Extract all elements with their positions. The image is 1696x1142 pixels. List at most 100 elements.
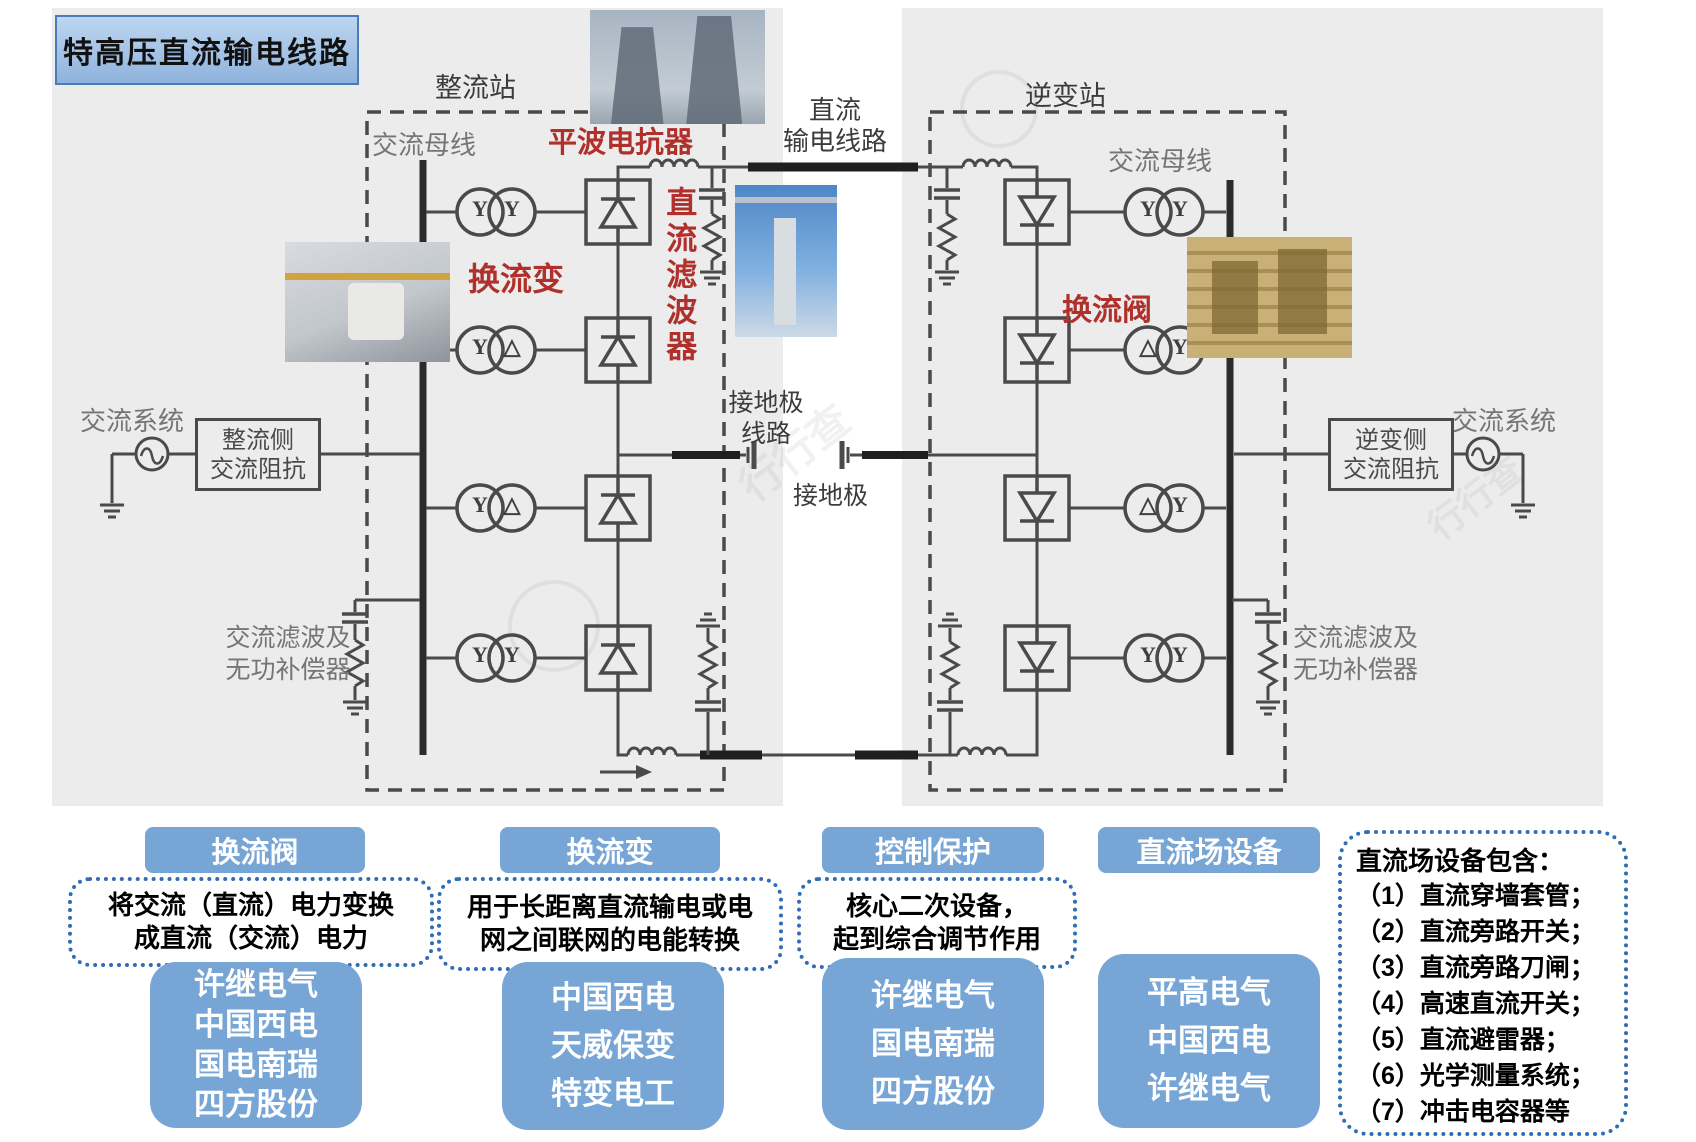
category-header-control-protection: 控制保护 — [822, 827, 1044, 873]
dc-transmission-line-label: 直流 输电线路 — [782, 95, 887, 156]
transformer-symbol — [455, 187, 537, 683]
category-description: 用于长距离直流输电或电 网之间联网的电能转换 — [437, 877, 783, 971]
ac-system-right-label: 交流系统 — [1452, 406, 1557, 436]
category-description: 核心二次设备， 起到综合调节作用 — [797, 877, 1077, 969]
valve-stack-shape — [1211, 261, 1258, 334]
resistor-icon — [700, 212, 724, 262]
ac-filter-chain — [342, 598, 420, 716]
inverter-impedance-box: 逆变侧 交流阻抗 — [1328, 418, 1454, 491]
category-header-dc-field-equipment: 直流场设备 — [1098, 827, 1320, 873]
rectifier-impedance-box: 整流侧 交流阻抗 — [195, 418, 321, 491]
smoothing-reactor-icon — [961, 158, 1013, 168]
ground-icon — [1256, 700, 1280, 716]
dc-filter-chain — [934, 167, 960, 286]
dc-line-bottom — [600, 690, 1039, 779]
winding-letter: Y — [472, 196, 488, 221]
ground-icon — [938, 612, 962, 628]
ground-icon — [935, 270, 959, 286]
ground-icon — [100, 503, 124, 519]
electrode-line-label: 接地极 线路 — [728, 389, 804, 448]
dc-filter-tower-photo — [735, 185, 837, 337]
valve-stack-shape — [1277, 249, 1328, 334]
cooling-tower-shape — [611, 27, 664, 124]
smoothing-reactor-icon — [648, 158, 700, 168]
capacitor-icon — [937, 700, 963, 712]
converter-transformer-photo — [285, 242, 450, 362]
capacitor-icon — [934, 188, 960, 200]
company-list-dc-field-equipment: 平高电气 中国西电 许继电气 — [1098, 954, 1320, 1128]
ground-icon — [1511, 503, 1535, 519]
inverter-converter-rows — [1003, 178, 1226, 692]
winding-letter: Y — [472, 334, 488, 359]
winding-letter: Y — [1140, 642, 1156, 667]
resistor-icon — [343, 638, 367, 688]
resistor-icon — [935, 212, 959, 262]
ac-system-left — [100, 436, 420, 519]
dc-filter-label: 直流滤波器 — [661, 186, 697, 366]
rectifier-panel — [52, 8, 783, 806]
converter-valve-hall-photo — [1187, 237, 1352, 358]
electrode-label: 接地极 — [793, 482, 869, 510]
winding-letter: △ — [503, 334, 521, 359]
category-description: 将交流（直流）电力变换 成直流（交流）电力 — [68, 877, 434, 967]
company-list-converter-transformer: 中国西电 天威保变 特变电工 — [502, 962, 724, 1130]
category-header-converter-transformer: 换流变 — [500, 827, 720, 873]
cooling-towers-photo — [590, 10, 765, 124]
converter-transformer-label: 换流变 — [468, 261, 565, 297]
electrode-line — [618, 441, 1037, 469]
inverter-station-border — [928, 110, 1287, 792]
winding-letter: Y — [472, 642, 488, 667]
ac-system-left-label: 交流系统 — [80, 406, 185, 436]
winding-letter: Y — [504, 196, 520, 221]
company-list-control-protection: 许继电气 国电南瑞 四方股份 — [822, 958, 1044, 1130]
page-title: 特高压直流输电线路 — [55, 15, 359, 85]
detail-title: 直流场设备包含： — [1356, 846, 1565, 876]
ac-source-icon — [134, 436, 170, 472]
ac-bus-right-label: 交流母线 — [1108, 146, 1213, 176]
ac-source-icon — [1465, 436, 1501, 472]
winding-letter: Y — [1172, 642, 1188, 667]
winding-letter: Y — [1172, 334, 1188, 359]
detail-items: （1）直流穿墙套管； （2）直流旁路开关； （3）直流旁路刀闸； （4）高速直流… — [1356, 882, 1595, 1126]
capacitor-icon — [695, 700, 721, 712]
smoothing-reactor-icon — [956, 746, 1008, 756]
winding-letter: Y — [1140, 196, 1156, 221]
dc-filter-chain — [695, 612, 721, 755]
winding-letter: △ — [503, 492, 521, 517]
resistor-icon — [938, 640, 962, 690]
winding-letter: Y — [1172, 492, 1188, 517]
ground-icon — [696, 612, 720, 628]
capacitor-icon — [699, 188, 725, 200]
winding-letter: △ — [1139, 334, 1157, 359]
inverter-station-label: 逆变站 — [1025, 81, 1106, 111]
smoothing-reactor-label: 平波电抗器 — [548, 127, 694, 159]
company-list-converter-valve: 许继电气 中国西电 国电南瑞 四方股份 — [150, 962, 362, 1128]
capacitor-icon — [1255, 612, 1281, 624]
winding-letter: Y — [1172, 196, 1188, 221]
ground-icon — [343, 700, 367, 716]
ground-icon — [700, 270, 724, 286]
crane-arm-shape — [735, 197, 837, 204]
ac-filter-right-label: 交流滤波及 无功补偿器 — [1293, 624, 1419, 684]
filter-tower-shape — [773, 218, 797, 325]
resistor-icon — [696, 640, 720, 690]
resistor-icon — [1256, 638, 1280, 688]
power-flow-arrowhead — [636, 765, 652, 779]
dc-filter-chain — [699, 167, 725, 286]
transformer-shape — [347, 282, 404, 341]
rectifier-station-label: 整流站 — [435, 73, 516, 103]
winding-letter: Y — [504, 642, 520, 667]
dc-filter-chain — [937, 612, 963, 755]
crane-beam-shape — [285, 273, 450, 281]
capacitor-icon — [342, 612, 368, 624]
category-header-converter-valve: 换流阀 — [145, 827, 365, 873]
winding-letter: △ — [1139, 492, 1157, 517]
cooling-tower-shape — [686, 15, 743, 124]
rectifier-converter-rows — [426, 178, 652, 692]
ac-filter-chain — [1232, 598, 1281, 716]
winding-letter: Y — [472, 492, 488, 517]
ac-filter-left-label: 交流滤波及 无功补偿器 — [225, 624, 351, 684]
ac-bus-left-label: 交流母线 — [372, 130, 477, 160]
dc-line-top — [616, 158, 1039, 180]
